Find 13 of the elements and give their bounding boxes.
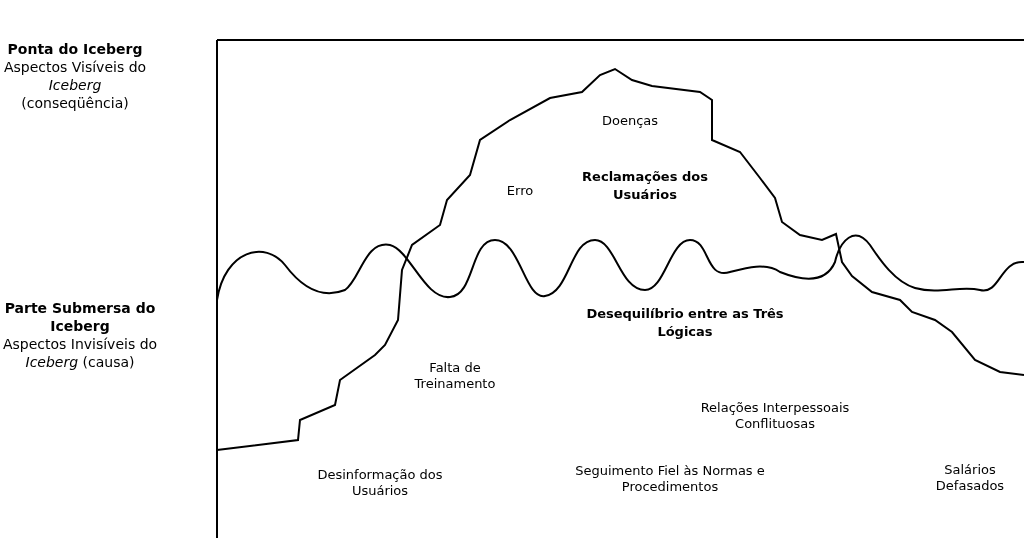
section-description: Aspectos Visíveis do Iceberg (conseqüência): [2, 58, 148, 112]
section-heading: Parte Submersa do Iceberg: [3, 299, 157, 335]
part-label: Relações Interpessoais Conflituosas: [699, 400, 851, 432]
part-label: Reclamações dos Usuários: [581, 168, 709, 204]
part-label: Falta de Treinamento: [413, 360, 497, 392]
part-label: Seguimento Fiel às Normas e Procedimentos: [574, 463, 766, 495]
part-label: Doenças: [600, 113, 660, 129]
part-label: Erro: [505, 183, 535, 199]
section-description: Aspectos Invisíveis do Iceberg (causa): [1, 335, 159, 371]
part-label: Desequilíbrio entre as Três Lógicas: [585, 305, 785, 341]
part-label: Desinformação dos Usuários: [316, 467, 444, 499]
part-label: Salários Defasados: [934, 462, 1006, 494]
section-heading: Ponta do Iceberg: [6, 40, 144, 58]
